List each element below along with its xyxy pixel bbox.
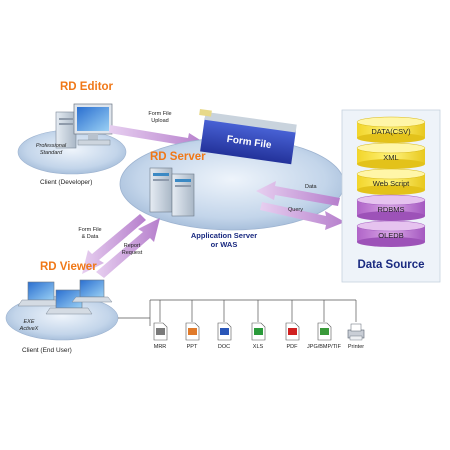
upload-label-line2: Upload [151, 118, 169, 124]
output-label: DOC [217, 344, 231, 350]
data-source-item-label: XML [383, 153, 399, 162]
pdf-file-icon [285, 322, 300, 341]
cylinder-oledb [356, 220, 426, 247]
output-label: PDF [286, 344, 298, 350]
data-source-item-label: RDBMS [377, 205, 405, 214]
form-data-down-arrow [82, 214, 146, 274]
editor-edition-line1: Professional [35, 143, 67, 149]
query-arrow [260, 202, 345, 230]
viewer-client-label: Client (End User) [22, 347, 72, 354]
editor-client-label: Client (Developer) [40, 179, 93, 186]
app-server-line2: or WAS [210, 240, 238, 249]
download-label-line2: & Data [81, 234, 99, 240]
printer-icon [347, 323, 365, 341]
jpg-bmp-tif-file-icon [317, 322, 332, 341]
data-source-item-label: OLEDB [378, 231, 404, 240]
report-label-line1: Report [123, 243, 141, 249]
output-label: PPT [186, 344, 198, 350]
data-source-title: Data Source [357, 259, 425, 271]
editor-title: RD Editor [60, 81, 114, 93]
cylinder-web-script [356, 168, 426, 195]
output-label: MRR [153, 344, 167, 350]
data-source-item-label: Web Script [372, 179, 410, 188]
data-source-item-label: DATA(CSV) [371, 127, 411, 136]
form-file-box [199, 109, 297, 165]
output-connector-lines [118, 299, 356, 326]
cylinder-xml [356, 142, 426, 169]
server-title: RD Server [150, 151, 206, 163]
query-label: Query [288, 207, 303, 213]
upload-label-line1: Form File [148, 111, 172, 117]
report-label-line2: Request [121, 250, 143, 256]
viewer-badge-line2: ActiveX [19, 326, 39, 332]
data-source-cylinders [356, 116, 426, 247]
output-icons [153, 300, 365, 341]
data-label: Data [305, 184, 317, 190]
mrr-file-icon [153, 322, 168, 341]
xls-file-icon [251, 322, 266, 341]
cylinder-rdbms [356, 194, 426, 221]
download-label-line1: Form File [78, 227, 102, 233]
viewer-laptops [17, 279, 113, 315]
app-server-line1: Application Server [190, 231, 258, 240]
server-towers [149, 167, 195, 217]
report-request-up-arrow [96, 218, 160, 278]
viewer-badge-line1: EXE [23, 319, 35, 325]
doc-file-icon [217, 322, 232, 341]
viewer-title: RD Viewer [40, 261, 97, 273]
output-label: XLS [252, 344, 264, 350]
cylinder-data-csv [356, 116, 426, 143]
output-label: Printer [347, 344, 365, 350]
editor-edition-line2: Standard [39, 150, 63, 156]
output-label: JPG/BMP/TIF [307, 344, 341, 350]
data-arrow [256, 181, 340, 206]
ppt-file-icon [185, 322, 200, 341]
